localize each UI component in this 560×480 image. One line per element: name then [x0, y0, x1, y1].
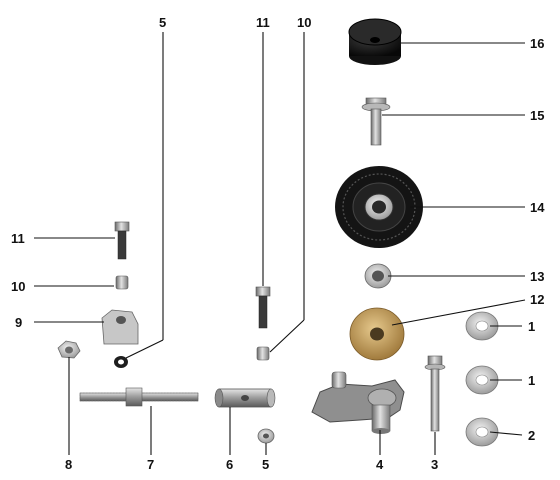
part-3-long-bolt [424, 355, 446, 432]
callout-13: 13 [530, 269, 544, 284]
part-9-bracket-block [101, 309, 139, 345]
callout-1-upper: 1 [528, 319, 535, 334]
part-12-bronze-disc [349, 307, 405, 361]
part-15-flange-bolt [361, 97, 391, 146]
part-11-bolt-right [255, 286, 271, 329]
callout-7: 7 [147, 457, 154, 472]
callout-5-upper: 5 [159, 15, 166, 30]
part-2-washer [465, 417, 499, 447]
callout-1-lower: 1 [528, 373, 535, 388]
callout-14: 14 [530, 200, 545, 215]
callout-9: 9 [15, 315, 22, 330]
callout-2: 2 [528, 428, 535, 443]
callout-3: 3 [431, 457, 438, 472]
part-4-tensioner-bracket [311, 371, 405, 434]
callout-12: 12 [530, 292, 544, 307]
callout-11-right: 11 [256, 15, 270, 30]
part-8-nut [57, 340, 81, 359]
callout-6: 6 [226, 457, 233, 472]
callout-5-lower: 5 [262, 457, 269, 472]
callout-11-left: 11 [11, 231, 25, 246]
part-5-ring-lower [257, 428, 275, 444]
callout-4: 4 [376, 457, 384, 472]
callout-10-right: 10 [297, 15, 311, 30]
part-6-sleeve [214, 388, 276, 408]
part-11-bolt-left [114, 221, 130, 260]
part-10-spacer-left [115, 275, 129, 290]
part-13-bushing [364, 263, 392, 289]
part-16-rubber-cap [348, 18, 402, 65]
part-7-threaded-rod [79, 387, 199, 407]
part-14-idler-pulley [335, 166, 423, 248]
callout-16: 16 [530, 36, 544, 51]
part-5-ring-upper [114, 356, 128, 368]
callout-8: 8 [65, 457, 72, 472]
callout-10-left: 10 [11, 279, 25, 294]
callout-labels: 16 15 14 13 12 1 1 2 3 4 5 6 7 8 9 10 11… [11, 15, 545, 472]
callout-15: 15 [530, 108, 544, 123]
leader-lines [34, 32, 526, 455]
part-10-spacer-right [256, 346, 270, 361]
